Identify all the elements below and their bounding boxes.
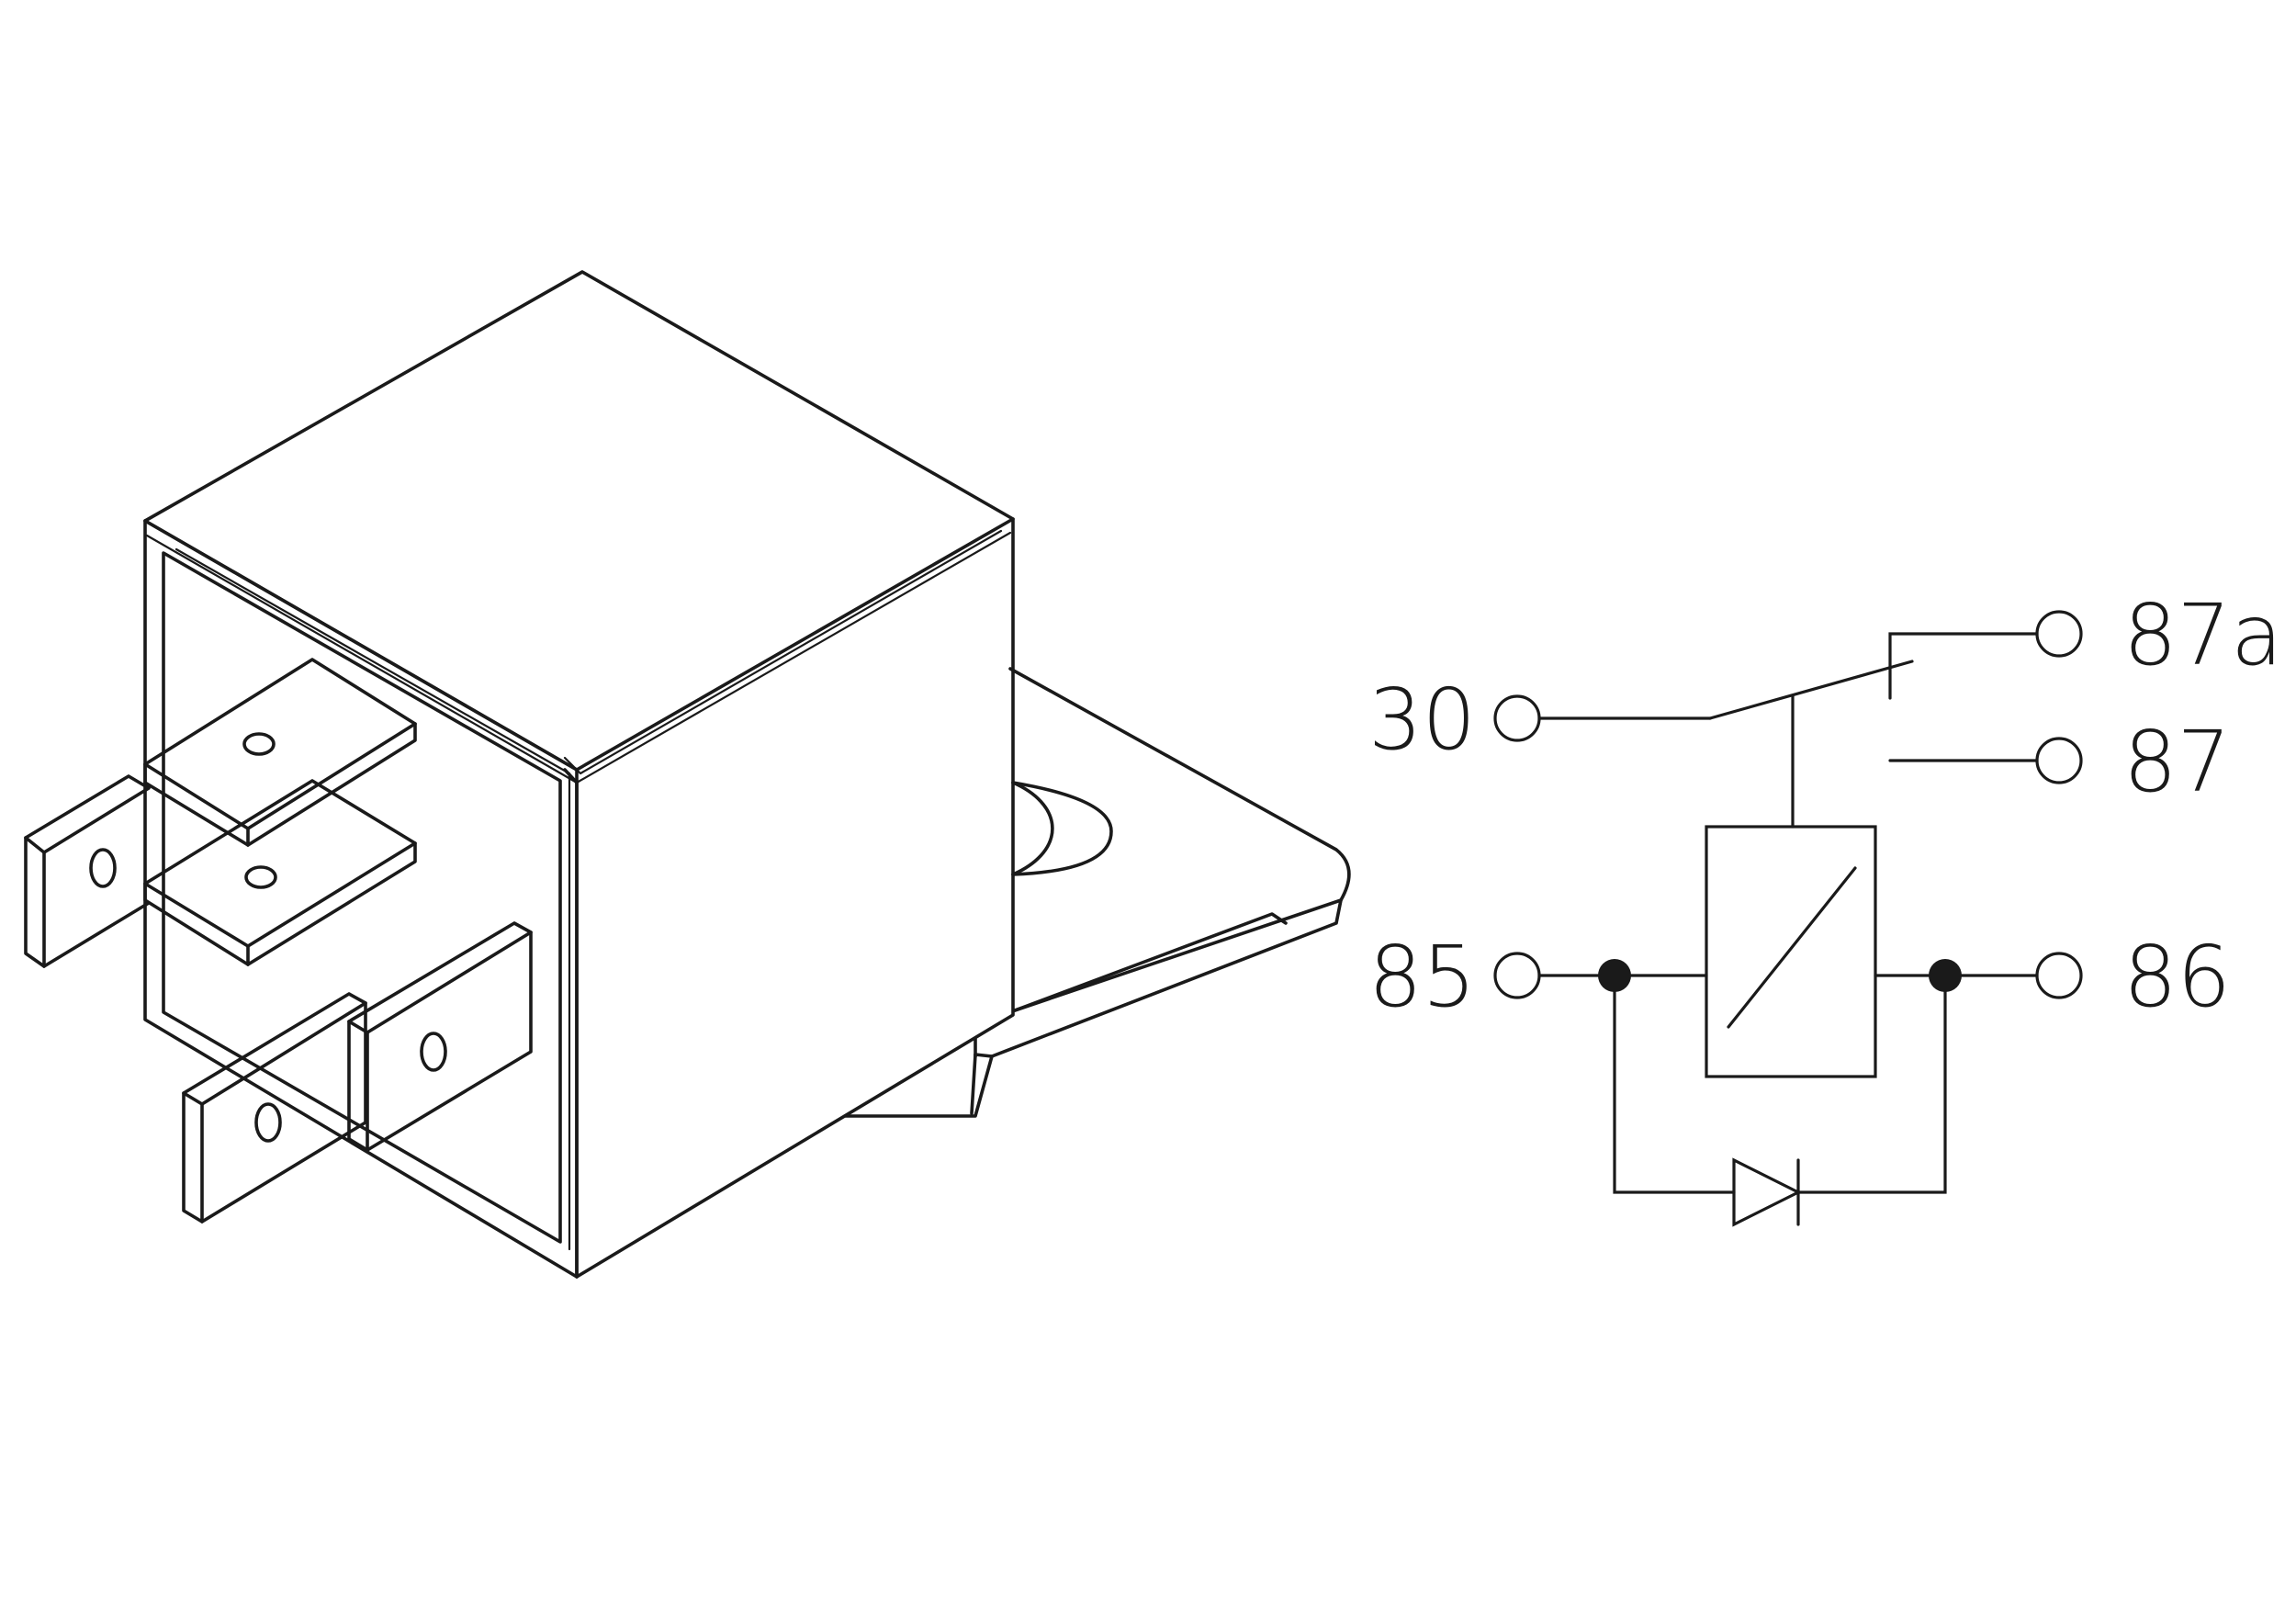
- terminal-87-circle: [2035, 737, 2083, 784]
- terminal-blade-middle: [143, 779, 417, 966]
- label-87a: 87a: [2123, 586, 2282, 684]
- terminal-blade-left: [24, 774, 151, 968]
- terminal-86-circle: [2035, 952, 2083, 999]
- terminal-85-circle: [1493, 952, 1541, 999]
- terminal-blade-lower-right: [347, 921, 533, 1152]
- label-86: 86: [2123, 928, 2231, 1026]
- terminal-87a-circle: [2035, 610, 2083, 658]
- label-30: 30: [1368, 671, 1476, 769]
- switch-arm: [1708, 660, 1914, 720]
- nc-contact: [1888, 632, 2039, 700]
- relay-right-face: [575, 517, 1015, 1279]
- mounting-hole: [1011, 781, 1054, 876]
- mounting-bracket: [843, 667, 1351, 1118]
- terminal-30-circle: [1493, 694, 1541, 742]
- terminal-blade-lower-left: [182, 992, 367, 1224]
- label-85: 85: [1368, 928, 1476, 1026]
- relay-body-illustration: [24, 270, 1351, 1279]
- relay-top-face: [143, 270, 1015, 772]
- coil-box: [1705, 825, 1877, 1078]
- label-87: 87: [2123, 713, 2231, 811]
- relay-front-face: [143, 519, 579, 1279]
- terminal-blade-top: [143, 658, 417, 847]
- diode-icon: [1732, 1157, 1802, 1227]
- relay-schematic: 30 87a 87 85 86: [1368, 586, 2282, 1227]
- coil-diagonal: [1727, 866, 1857, 1029]
